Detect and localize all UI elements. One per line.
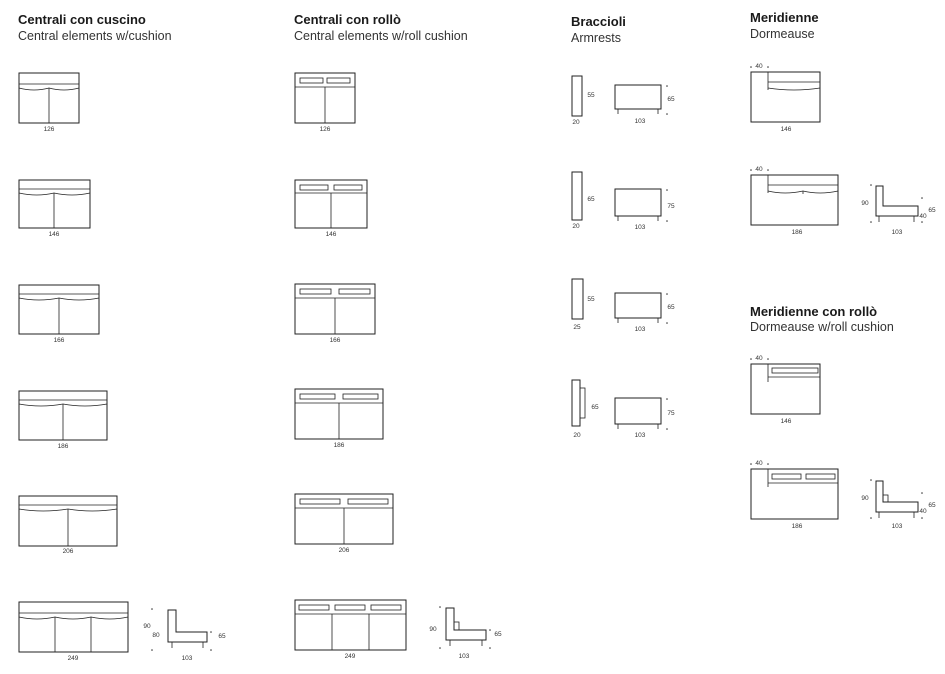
section-subtitle-braccioli: Armrests [571,31,621,45]
rollo-module-186: 186 [294,388,384,449]
cuscino-module-206: 206 [18,495,118,555]
width-label: 206 [63,548,74,555]
depth-label: 103 [892,229,903,236]
armrest-1: 55 20 65 103 [571,75,675,126]
height-label: 90 [861,200,869,207]
rollo-module-206: 206 [294,493,394,554]
armrest-height-label: 55 [587,296,595,303]
meridienne-186: 40 186 [750,166,839,236]
width-label: 126 [320,126,331,133]
meridienne-rollo-side-view: 90 65 40 103 [861,479,936,530]
section-subtitle-meridienne-rollo: Dormeause w/roll cushion [750,320,894,334]
width-label: 146 [326,231,337,238]
width-label: 146 [781,418,792,425]
section-title-meridienne: Meridienne [750,10,819,25]
depth-label: 40 [755,460,763,467]
armrest-2: 65 20 75 103 [571,171,675,231]
armrest-side-height-label: 75 [667,410,675,417]
section-subtitle-cuscino: Central elements w/cushion [18,29,172,43]
armrest-4: 65 20 75 103 [571,379,675,439]
section-subtitle-rollo: Central elements w/roll cushion [294,29,468,43]
section-title-meridienne-rollo: Meridienne con rollò [750,304,878,319]
width-label: 146 [781,126,792,133]
cuscino-side-view: 90 80 65 103 [143,608,226,662]
width-label: 186 [58,443,69,450]
cuscino-module-166: 166 [18,284,100,344]
section-subtitle-meridienne: Dormeause [750,27,815,41]
arm-height-label: 65 [928,207,936,214]
armrest-width-label: 20 [572,119,580,126]
section-title-cuscino: Centrali con cuscino [18,12,146,27]
meridienne-rollo-146: 40 146 [750,355,821,425]
width-label: 186 [334,442,345,449]
depth-label: 103 [459,653,470,660]
armrest-width-label: 20 [572,223,580,230]
cuscino-module-146: 146 [18,179,91,238]
width-label: 166 [330,337,341,344]
armrest-height-label: 65 [591,404,599,411]
armrest-depth-label: 103 [635,224,646,231]
rollo-module-146: 146 [294,179,368,238]
width-label: 249 [68,655,79,662]
height-label: 90 [143,623,151,630]
meridienne-rollo-186: 40 186 [750,460,839,530]
width-label: 166 [54,337,65,344]
section-title-rollo: Centrali con rollò [294,12,401,27]
armrest-depth-label: 103 [635,326,646,333]
arm-height-label: 65 [928,502,936,509]
rollo-module-249: 249 [294,599,407,660]
width-label: 126 [44,126,55,133]
depth-label: 40 [755,355,763,362]
seat-height-label: 80 [152,632,160,639]
depth-label: 40 [755,63,763,70]
height-label: 90 [429,626,437,633]
rollo-module-126: 126 [294,72,356,133]
seat-height-label: 40 [919,213,927,220]
width-label: 186 [792,229,803,236]
depth-label: 103 [182,655,193,662]
armrest-side-height-label: 65 [667,96,675,103]
rollo-module-166: 166 [294,283,376,344]
armrest-height-label: 55 [587,92,595,99]
meridienne-146: 40 146 [750,63,821,133]
cuscino-module-249: 249 [18,601,129,662]
armrest-height-label: 65 [587,196,595,203]
width-label: 186 [792,523,803,530]
depth-label: 103 [892,523,903,530]
armrest-width-label: 25 [573,324,581,331]
height-label: 90 [861,495,869,502]
armrest-depth-label: 103 [635,432,646,439]
cuscino-module-186: 186 [18,390,108,450]
armrest-depth-label: 103 [635,118,646,125]
armrest-width-label: 20 [573,432,581,439]
armrest-3: 55 25 65 103 [571,278,675,333]
width-label: 146 [49,231,60,238]
cuscino-module-126: 126 [18,72,80,133]
seat-height-label: 40 [919,508,927,515]
depth-label: 40 [755,166,763,173]
width-label: 249 [345,653,356,660]
section-title-braccioli: Braccioli [571,14,626,29]
armrest-side-height-label: 75 [667,203,675,210]
arm-height-label: 65 [494,631,502,638]
arm-height-label: 65 [218,633,226,640]
meridienne-side-view: 90 65 40 103 [861,184,936,236]
width-label: 206 [339,547,350,554]
rollo-side-view: 90 65 103 [429,606,502,660]
armrest-side-height-label: 65 [667,304,675,311]
